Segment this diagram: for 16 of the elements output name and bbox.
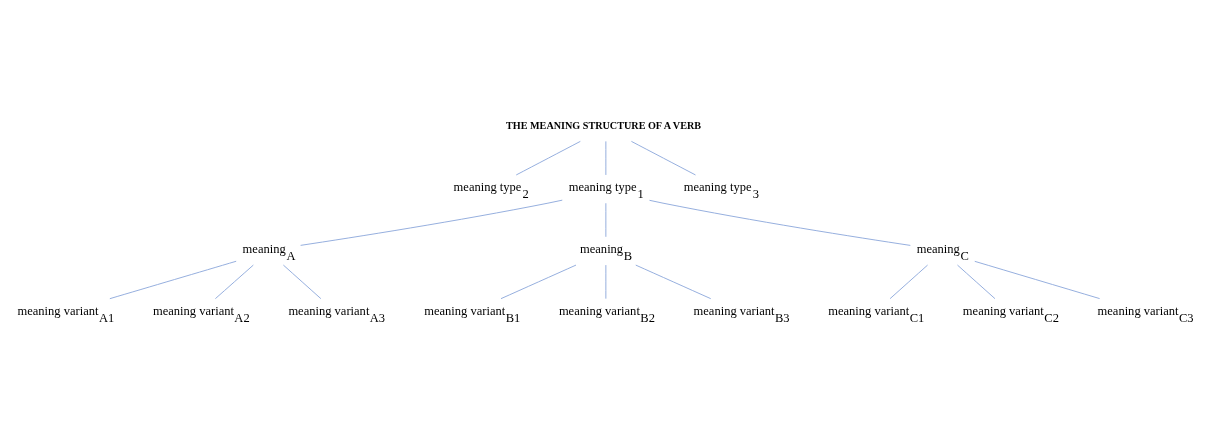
connector — [500, 264, 577, 299]
connector — [630, 140, 696, 175]
connector — [300, 199, 563, 246]
connector — [605, 264, 607, 299]
connector — [605, 140, 607, 175]
connector — [109, 260, 237, 299]
connector — [515, 140, 581, 175]
connector — [957, 264, 996, 299]
connector — [649, 199, 911, 246]
connector — [889, 264, 929, 299]
node-text: THE MEANING STRUCTURE OF A VERB — [506, 119, 702, 131]
connector — [214, 264, 254, 299]
connector — [605, 202, 607, 237]
connector — [282, 264, 322, 299]
connector — [635, 264, 712, 299]
connector — [974, 260, 1101, 299]
